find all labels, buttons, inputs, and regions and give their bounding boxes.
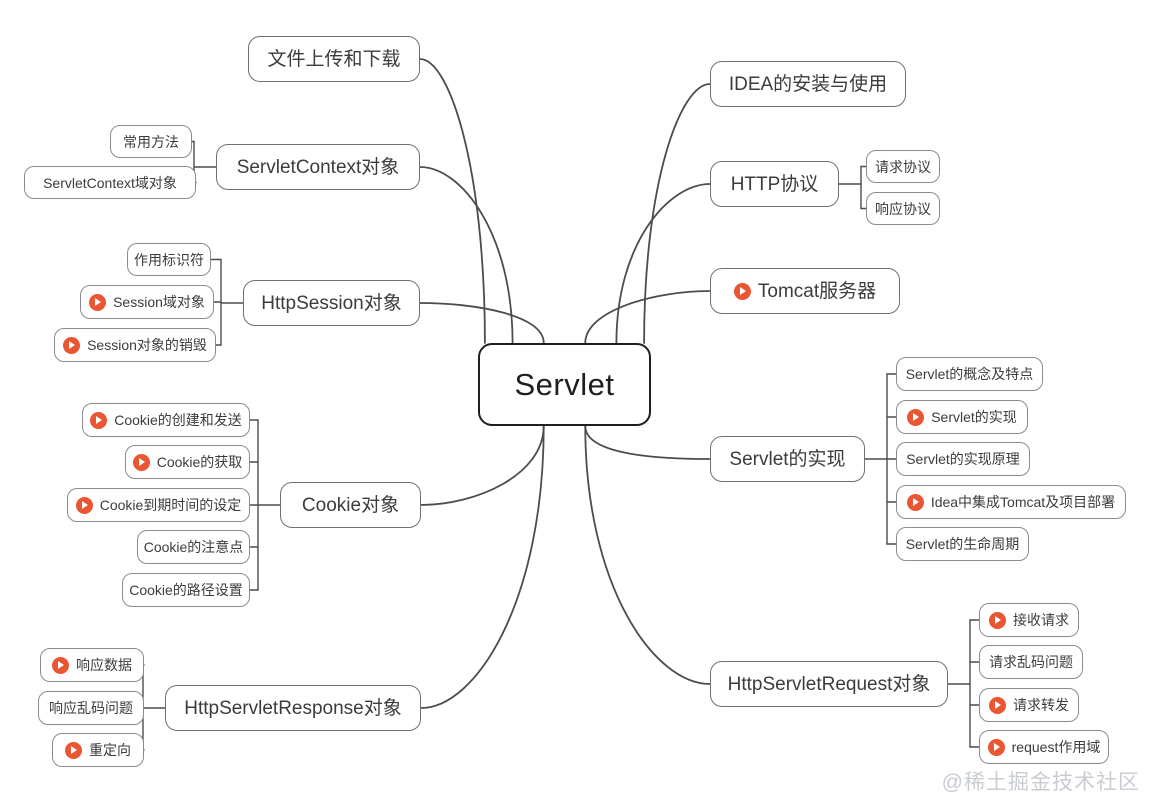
video-play-icon [987,738,1005,756]
leaf-servlet-lifecycle-label: Servlet的生命周期 [905,536,1020,552]
branch-servlet-impl[interactable]: Servlet的实现 [710,436,865,482]
connector-line [615,183,711,344]
leaf-response-encoding-label: 响应乱码问题 [49,700,133,716]
leaf-cookie-notes[interactable]: Cookie的注意点 [137,530,250,564]
leaf-cookie-expire-label: Cookie到期时间的设定 [99,497,242,513]
leaf-cookie-create-send-label: Cookie的创建和发送 [114,412,242,428]
leaf-request-scope-label: request作用域 [1011,739,1101,755]
branch-cookie[interactable]: Cookie对象 [280,482,421,528]
branch-httpservletrequest[interactable]: HttpServletRequest对象 [710,661,948,707]
video-play-icon [906,493,924,511]
video-play-icon [90,411,108,429]
branch-httpservletresponse-label: HttpServletResponse对象 [184,697,402,719]
leaf-redirect[interactable]: 重定向 [52,733,144,767]
branch-idea-install-label: IDEA的安装与使用 [728,73,888,95]
connector-line [419,58,486,344]
root-node-servlet-label: Servlet [514,367,615,402]
leaf-response-data[interactable]: 响应数据 [40,648,144,682]
leaf-servlet-implementation-label: Servlet的实现 [931,409,1017,425]
video-play-icon [52,656,69,674]
leaf-cookie-get[interactable]: Cookie的获取 [125,445,250,479]
leaf-request-protocol-label: 请求协议 [875,158,931,175]
connector-line [419,166,514,344]
branch-idea-install[interactable]: IDEA的安装与使用 [710,61,906,107]
leaf-common-methods-label: 常用方法 [123,133,179,150]
leaf-request-forward[interactable]: 请求转发 [979,688,1079,722]
branch-tomcat-server-label: Tomcat服务器 [757,280,877,302]
branch-http-protocol-label: HTTP协议 [730,173,819,195]
leaf-cookie-create-send[interactable]: Cookie的创建和发送 [82,403,250,437]
leaf-response-encoding[interactable]: 响应乱码问题 [38,691,144,725]
video-play-icon [65,741,82,759]
leaf-response-protocol[interactable]: 响应协议 [866,192,940,225]
connector-line [584,290,711,344]
video-play-icon [989,696,1006,714]
leaf-idea-tomcat-deploy-label: Idea中集成Tomcat及项目部署 [930,494,1116,510]
leaf-servletcontext-scope[interactable]: ServletContext域对象 [24,166,196,199]
leaf-servletcontext-scope-label: ServletContext域对象 [43,174,177,191]
leaf-scope-identifier[interactable]: 作用标识符 [127,243,211,276]
leaf-cookie-expire[interactable]: Cookie到期时间的设定 [67,488,250,522]
leaf-cookie-notes-label: Cookie的注意点 [143,539,244,555]
branch-file-upload-download-label: 文件上传和下载 [267,48,401,70]
branch-cookie-label: Cookie对象 [301,494,400,516]
leaf-request-scope[interactable]: request作用域 [979,730,1109,764]
branch-tomcat-server[interactable]: Tomcat服务器 [710,268,900,314]
leaf-cookie-get-label: Cookie的获取 [156,454,243,470]
leaf-session-scope-object[interactable]: Session域对象 [80,285,214,319]
branch-servlet-impl-label: Servlet的实现 [729,448,846,470]
leaf-servlet-concept-label: Servlet的概念及特点 [905,366,1034,382]
branch-file-upload-download[interactable]: 文件上传和下载 [248,36,420,82]
root-node-servlet[interactable]: Servlet [478,343,651,426]
video-play-icon [733,282,751,300]
leaf-servlet-principle[interactable]: Servlet的实现原理 [896,442,1030,476]
leaf-servlet-lifecycle[interactable]: Servlet的生命周期 [896,527,1029,561]
leaf-servlet-principle-label: Servlet的实现原理 [906,451,1020,467]
video-play-icon [63,336,81,354]
connector-line [584,425,711,685]
leaf-scope-identifier-label: 作用标识符 [134,251,204,268]
video-play-icon [989,611,1006,629]
branch-httpsession-label: HttpSession对象 [261,292,402,314]
leaf-servlet-implementation[interactable]: Servlet的实现 [896,400,1028,434]
watermark: @稀土掘金技术社区 [941,771,1140,794]
leaf-request-encoding-label: 请求乱码问题 [989,654,1073,670]
leaf-cookie-path-label: Cookie的路径设置 [129,582,243,598]
leaf-request-encoding[interactable]: 请求乱码问题 [979,645,1083,679]
branch-servletcontext[interactable]: ServletContext对象 [216,144,420,190]
branch-servletcontext-label: ServletContext对象 [236,156,400,178]
leaf-request-forward-label: 请求转发 [1013,697,1069,713]
leaf-request-protocol[interactable]: 请求协议 [866,150,940,183]
connector-line [420,425,545,709]
connector-line [419,302,545,344]
leaf-session-scope-object-label: Session域对象 [113,294,205,310]
leaf-session-destroy[interactable]: Session对象的销毁 [54,328,216,362]
leaf-servlet-concept[interactable]: Servlet的概念及特点 [896,357,1043,391]
connector-line [584,425,711,460]
branch-httpservletresponse[interactable]: HttpServletResponse对象 [165,685,421,731]
branch-http-protocol[interactable]: HTTP协议 [710,161,839,207]
video-play-icon [89,293,107,311]
connector-line [420,425,545,506]
video-play-icon [132,453,150,471]
leaf-idea-tomcat-deploy[interactable]: Idea中集成Tomcat及项目部署 [896,485,1126,519]
leaf-redirect-label: 重定向 [89,742,131,758]
leaf-common-methods[interactable]: 常用方法 [110,125,192,158]
branch-httpservletrequest-label: HttpServletRequest对象 [727,673,931,695]
connector-line [643,83,711,344]
leaf-response-data-label: 响应数据 [76,657,132,673]
leaf-receive-request-label: 接收请求 [1013,612,1069,628]
leaf-response-protocol-label: 响应协议 [875,200,931,217]
video-play-icon [907,408,925,426]
video-play-icon [75,496,93,514]
leaf-receive-request[interactable]: 接收请求 [979,603,1079,637]
branch-httpsession[interactable]: HttpSession对象 [243,280,420,326]
leaf-cookie-path[interactable]: Cookie的路径设置 [122,573,250,607]
leaf-session-destroy-label: Session对象的销毁 [87,337,207,353]
